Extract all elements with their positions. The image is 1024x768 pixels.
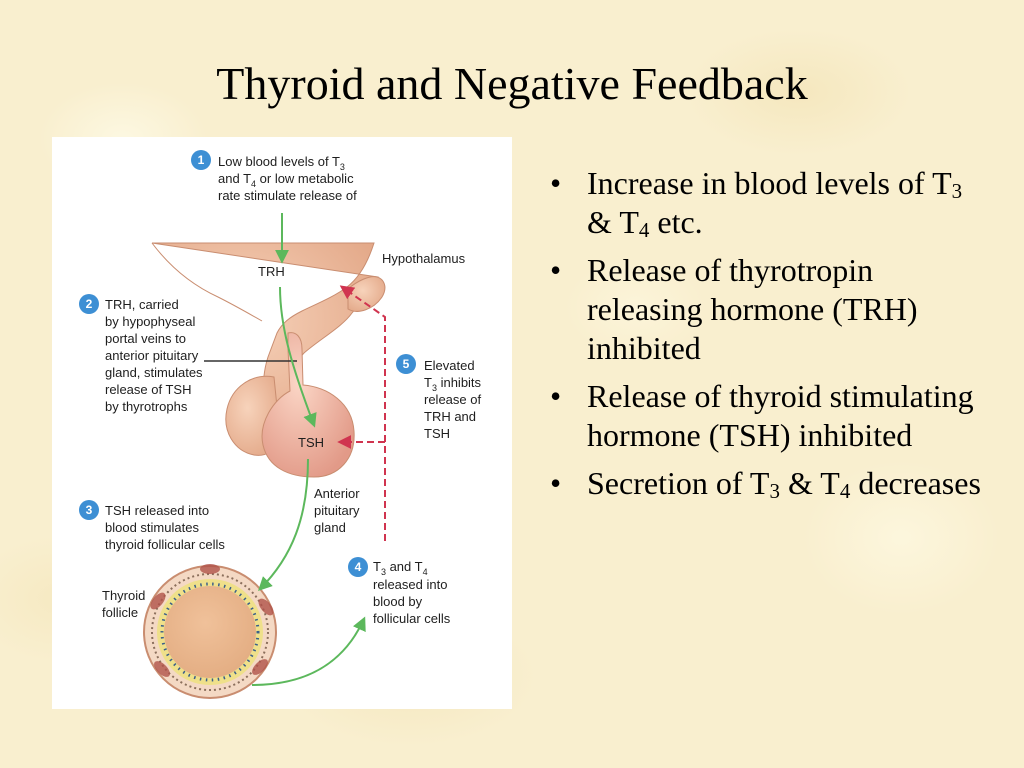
thyroid-follicle-label-1: Thyroid [102,588,145,603]
step4-badge: 4 [348,557,368,577]
step4-line2: released into [373,577,447,592]
bullet-dot: • [550,378,562,414]
thyroid-follicle-label-2: follicle [102,605,138,620]
bullet-item: •Release of thyroid stimulating hormone … [550,378,974,453]
slide-title: Thyroid and Negative Feedback [216,58,808,109]
diagram-canvas: 1 2 3 4 5 Low blood levels of T3 and T4 … [79,150,482,699]
step5-line2: T3 inhibits [424,375,482,393]
bullet-item: •Secretion of T3 & T4 decreases [550,465,981,503]
thyroid-follicle [143,564,277,699]
arrow-tsh-to-follicle [258,458,309,591]
thyroid-feedback-diagram: 1 2 3 4 5 Low blood levels of T3 and T4 … [52,137,512,709]
step4-line1: T3 and T4 [373,559,428,577]
step2-line5: gland, stimulates [105,365,203,380]
hypothalamus-fold [151,242,263,322]
optic-chiasm [347,276,386,312]
step1-line3: rate stimulate release of [218,188,357,203]
anterior-pituitary-label-1: Anterior [314,486,360,501]
step2-line6: release of TSH [105,382,191,397]
svg-text:2: 2 [86,297,93,311]
step3-line2: blood stimulates [105,520,199,535]
inhibition-line [339,285,386,541]
svg-text:5: 5 [403,357,410,371]
step5-badge: 5 [396,354,416,374]
trh-label: TRH [258,264,285,279]
hypothalamus-label: Hypothalamus [382,251,466,266]
bullet-item: •Release of thyrotropin releasing hormon… [550,252,918,366]
step5-line4: TRH and [424,409,476,424]
step4-line3: blood by [373,594,423,609]
anterior-pituitary [261,332,355,478]
step3-line3: thyroid follicular cells [105,537,225,552]
step2-line3: portal veins to [105,331,186,346]
bullet-list: •Increase in blood levels of T3 & T4 etc… [548,164,988,512]
arrow-trh-to-tsh [279,286,317,428]
bullet-dot: • [550,252,562,288]
step3-badge: 3 [79,500,99,520]
bullet-dot: • [550,165,562,201]
bullet-item: •Increase in blood levels of T3 & T4 etc… [550,165,963,242]
step5-line1: Elevated [424,358,475,373]
arrow-follicle-to-blood [251,616,366,686]
step1-badge: 1 [191,150,211,170]
tsh-label: TSH [298,435,324,450]
step5-line5: TSH [424,426,450,441]
step4-line4: follicular cells [373,611,451,626]
svg-text:3: 3 [86,503,93,517]
svg-text:4: 4 [355,560,362,574]
anterior-pituitary-label-3: gland [314,520,346,535]
step2-line4: anterior pituitary [105,348,199,363]
step2-line2: by hypophyseal [105,314,195,329]
step2-line1: TRH, carried [105,297,179,312]
step2-badge: 2 [79,294,99,314]
step5-line3: release of [424,392,481,407]
bullet-dot: • [550,465,562,501]
step2-line7: by thyrotrophs [105,399,188,414]
anterior-pituitary-label-2: pituitary [314,503,360,518]
step1-line2: and T4 or low metabolic [218,171,354,189]
svg-text:1: 1 [198,153,205,167]
step1-line1: Low blood levels of T3 [218,154,345,172]
step3-line1: TSH released into [105,503,209,518]
